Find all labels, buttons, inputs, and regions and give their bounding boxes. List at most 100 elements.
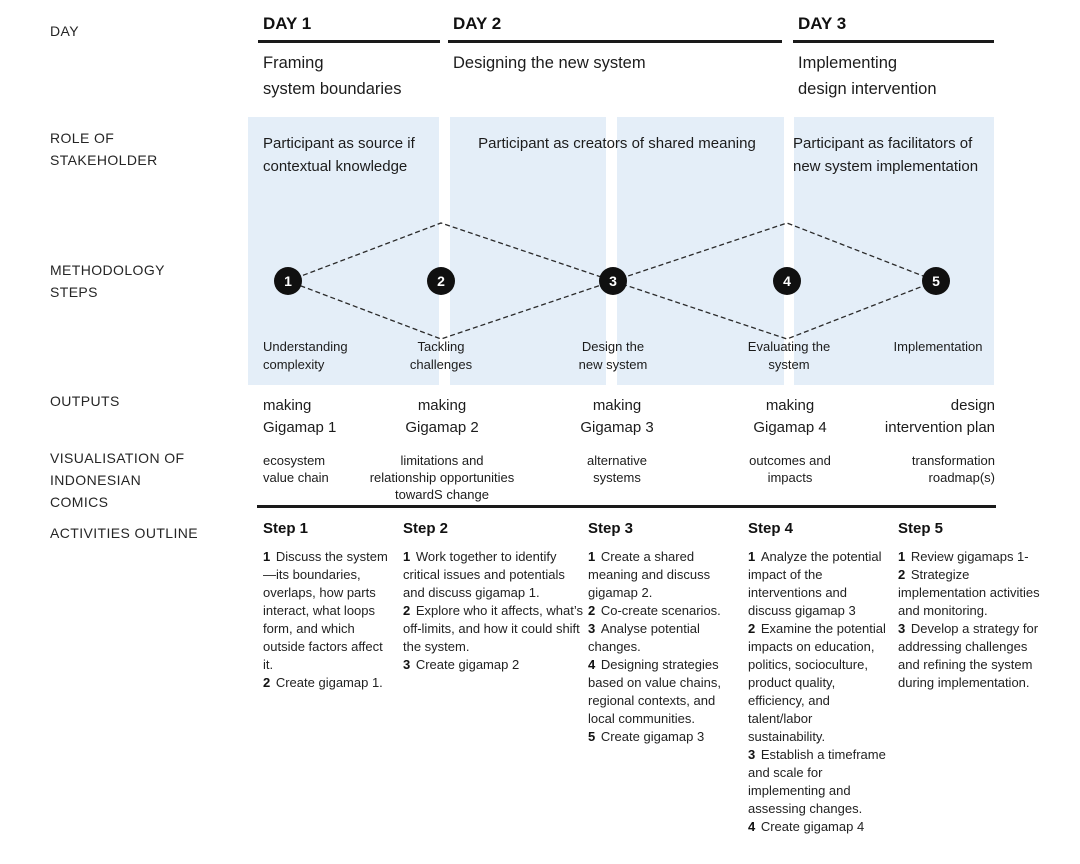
- activity-item: 3 Establish a timeframe and scale for im…: [748, 746, 891, 818]
- item-number: 2: [898, 567, 909, 582]
- activity-item: 3 Analyse potential changes.: [588, 620, 740, 656]
- activity-item: 4 Designing strategies based on value ch…: [588, 656, 740, 728]
- day-2-header: DAY 2 Designing the new system: [448, 14, 782, 76]
- step-circle-2: 2: [427, 267, 455, 295]
- day-3-subtitle: Implementing design intervention: [798, 54, 937, 98]
- item-number: 2: [748, 621, 759, 636]
- output-4: making Gigamap 4: [753, 397, 827, 436]
- day-3-header: DAY 3 Implementing design intervention: [793, 14, 994, 102]
- output-3: making Gigamap 3: [580, 397, 654, 436]
- item-number: 4: [748, 819, 759, 834]
- activity-item: 1 Review gigamaps 1-: [898, 548, 1050, 566]
- step-circle-3: 3: [599, 267, 627, 295]
- item-number: 3: [403, 657, 414, 672]
- activity-item: 3 Create gigamap 2: [403, 656, 588, 674]
- step-circle-1: 1: [274, 267, 302, 295]
- step-label-5: Implementation: [893, 339, 983, 354]
- activities-step-3: Step 3 1 Create a shared meaning and dis…: [588, 520, 740, 746]
- activity-item: 2 Create gigamap 1.: [263, 674, 395, 692]
- activity-item: 1 Discuss the system—its boundaries, ove…: [263, 548, 395, 674]
- day-2-rule: [448, 40, 782, 43]
- activities-step-4-title: Step 4: [748, 520, 794, 537]
- visualisation-5: transformation roadmap(s): [911, 453, 995, 485]
- item-text: Strategize implementation activities and…: [898, 567, 1040, 618]
- step-label-1: Understanding complexity: [263, 339, 348, 372]
- day-2-title: DAY 2: [453, 14, 502, 33]
- item-number: 1: [898, 549, 909, 564]
- panel-day3: [794, 117, 994, 385]
- activity-item: 1 Analyze the potential impact of the in…: [748, 548, 891, 620]
- visualisation-4: outcomes and impacts: [749, 453, 831, 485]
- item-number: 2: [263, 675, 274, 690]
- output-1: making Gigamap 1: [263, 397, 337, 436]
- item-number: 3: [588, 621, 599, 636]
- item-number: 5: [588, 729, 599, 744]
- output-2: making Gigamap 2: [405, 397, 479, 436]
- activity-item: 2 Co-create scenarios.: [588, 602, 740, 620]
- item-text: Create gigamap 4: [760, 819, 865, 834]
- activity-item: 1 Create a shared meaning and discuss gi…: [588, 548, 740, 602]
- item-text: Co-create scenarios.: [600, 603, 721, 618]
- activities-step-1: Step 1 1 Discuss the system—its boundari…: [263, 520, 395, 692]
- activities-step-4: Step 4 1 Analyze the potential impact of…: [748, 520, 891, 836]
- item-number: 4: [588, 657, 599, 672]
- item-text: Create a shared meaning and discuss giga…: [588, 549, 711, 600]
- row-label-methodology: METHODOLOGY STEPS: [50, 262, 165, 300]
- item-number: 1: [403, 549, 414, 564]
- role-day1: Participant as source if contextual know…: [263, 135, 415, 175]
- visualisation-2: limitations and relationship opportuniti…: [369, 453, 515, 502]
- item-text: Create gigamap 3: [600, 729, 705, 744]
- activity-item: 1 Work together to identify critical iss…: [403, 548, 588, 602]
- role-day3: Participant as facilitators of new syste…: [793, 135, 979, 175]
- item-text: Establish a timeframe and scale for impl…: [748, 747, 886, 816]
- activities-step-5-title: Step 5: [898, 520, 944, 537]
- item-number: 2: [403, 603, 414, 618]
- item-number: 1: [263, 549, 274, 564]
- item-text: Discuss the system—its boundaries, overl…: [263, 549, 388, 672]
- row-label-day: DAY: [50, 23, 79, 39]
- item-number: 2: [588, 603, 599, 618]
- row-label-role: ROLE OF STAKEHOLDER: [50, 130, 158, 168]
- activities-step-3-title: Step 3: [588, 520, 634, 537]
- item-text: Explore who it affects, what’s off-limit…: [403, 603, 584, 654]
- role-day2: Participant as creators of shared meanin…: [478, 135, 756, 152]
- activities-step-5: Step 5 1 Review gigamaps 1- 2 Strategize…: [898, 520, 1050, 692]
- item-text: Analyse potential changes.: [588, 621, 700, 654]
- panel-day2-left: [450, 117, 606, 385]
- item-number: 1: [748, 549, 759, 564]
- row-label-visualisation: VISUALISATION OF INDONESIAN COMICS: [50, 450, 185, 510]
- day-1-subtitle: Framing system boundaries: [263, 54, 402, 98]
- item-number: 3: [748, 747, 759, 762]
- day-1-header: DAY 1 Framing system boundaries: [258, 14, 440, 102]
- step-circle-4: 4: [773, 267, 801, 295]
- activities-step-2: Step 2 1 Work together to identify criti…: [403, 520, 588, 674]
- panel-day2-right: [617, 117, 784, 385]
- item-number: 3: [898, 621, 909, 636]
- item-text: Work together to identify critical issue…: [403, 549, 565, 600]
- day-3-title: DAY 3: [798, 14, 847, 33]
- item-text: Review gigamaps 1-: [910, 549, 1029, 564]
- activities-step-2-title: Step 2: [403, 520, 449, 537]
- activities-top-rule: [257, 505, 996, 508]
- item-text: Analyze the potential impact of the inte…: [748, 549, 882, 618]
- item-text: Designing strategies based on value chai…: [588, 657, 721, 726]
- activities-step-1-title: Step 1: [263, 520, 309, 537]
- day-2-subtitle: Designing the new system: [453, 54, 646, 72]
- diamond-2-path: [610, 222, 938, 340]
- activity-item: 2 Explore who it affects, what’s off-lim…: [403, 602, 588, 656]
- day-1-rule: [258, 40, 440, 43]
- visualisation-3: alternative systems: [587, 453, 647, 485]
- step-circle-5: 5: [922, 267, 950, 295]
- day-3-rule: [793, 40, 994, 43]
- item-text: Examine the potential impacts on educati…: [748, 621, 886, 744]
- item-text: Develop a strategy for addressing challe…: [898, 621, 1039, 690]
- activity-item: 2 Examine the potential impacts on educa…: [748, 620, 891, 746]
- item-number: 1: [588, 549, 599, 564]
- activity-item: 5 Create gigamap 3: [588, 728, 740, 746]
- activity-item: 3 Develop a strategy for addressing chal…: [898, 620, 1050, 692]
- row-label-outputs: OUTPUTS: [50, 393, 120, 409]
- step-label-3: Design the new system: [578, 339, 648, 372]
- item-text: Create gigamap 1.: [275, 675, 383, 690]
- activity-item: 2 Strategize implementation activities a…: [898, 566, 1050, 620]
